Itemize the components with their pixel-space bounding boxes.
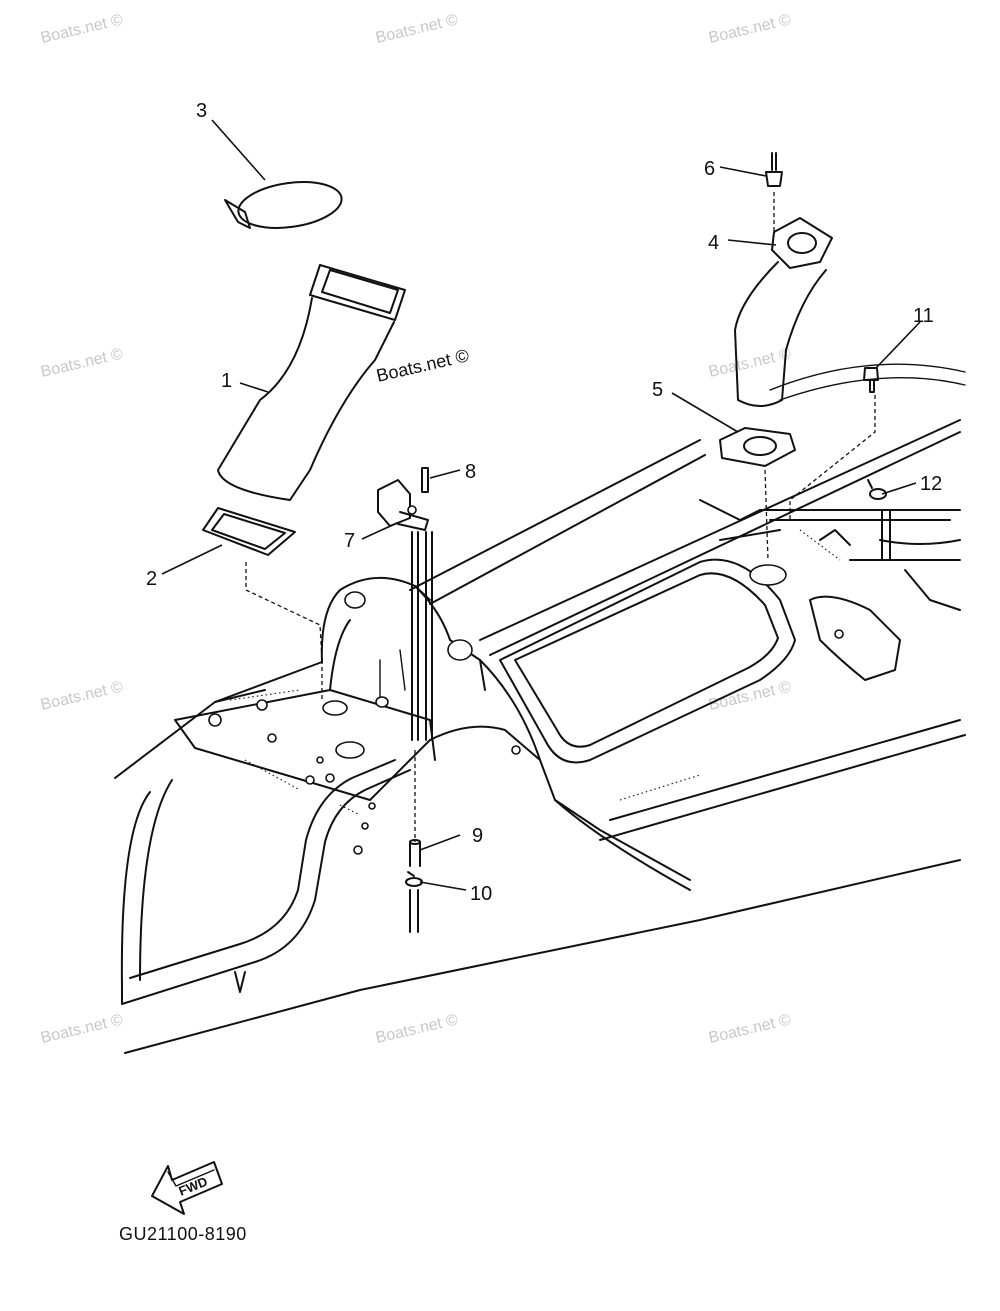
leader-lines bbox=[161, 119, 921, 891]
watermark: Boats.net © bbox=[707, 1011, 793, 1046]
watermark-dark: Boats.net © bbox=[374, 345, 470, 386]
diagram-code: GU21100-8190 bbox=[119, 1224, 247, 1244]
watermark-group: Boats.net © Boats.net © Boats.net © Boat… bbox=[39, 11, 793, 1046]
part-8-clip bbox=[421, 467, 429, 493]
callout-2: 2 bbox=[146, 568, 157, 590]
watermark: Boats.net © bbox=[39, 678, 125, 713]
alignment-lines bbox=[245, 192, 876, 842]
callout-1: 1 bbox=[221, 370, 232, 392]
callout-5: 5 bbox=[652, 379, 663, 401]
callout-7: 7 bbox=[344, 530, 355, 552]
frame-holes bbox=[208, 629, 844, 855]
part-9-hose bbox=[409, 839, 421, 867]
hull-deck bbox=[114, 363, 966, 1054]
part-6-bolt bbox=[765, 152, 783, 187]
watermark: Boats.net © bbox=[707, 345, 793, 380]
rods bbox=[411, 531, 433, 741]
part-1-duct bbox=[217, 264, 406, 501]
part-10-clamp bbox=[405, 871, 423, 933]
callout-12: 12 bbox=[920, 473, 942, 495]
watermark: Boats.net © bbox=[39, 1011, 125, 1046]
callout-11: 11 bbox=[913, 305, 934, 327]
fwd-arrow-icon: FWD bbox=[151, 1161, 223, 1215]
watermark: Boats.net © bbox=[39, 345, 125, 380]
part-3-clamp bbox=[224, 181, 343, 229]
part-11-screw bbox=[863, 367, 879, 393]
callout-9: 9 bbox=[472, 825, 483, 847]
watermark: Boats.net © bbox=[39, 11, 125, 46]
part-2-seal bbox=[202, 507, 296, 556]
part-12-clip bbox=[867, 479, 891, 561]
callout-6: 6 bbox=[704, 158, 715, 180]
callouts: 3 1 2 6 4 5 11 8 12 7 9 10 bbox=[146, 100, 942, 905]
callout-10: 10 bbox=[470, 883, 492, 905]
callout-4: 4 bbox=[708, 232, 719, 254]
part-7-bracket bbox=[377, 479, 429, 531]
watermark: Boats.net © bbox=[374, 1011, 460, 1046]
fwd-label: FWD bbox=[177, 1174, 210, 1199]
callout-3: 3 bbox=[196, 100, 207, 122]
watermark: Boats.net © bbox=[374, 11, 460, 46]
callout-8: 8 bbox=[465, 461, 476, 483]
part-5-gasket bbox=[719, 427, 796, 467]
part-4-elbow bbox=[734, 217, 833, 407]
watermark: Boats.net © bbox=[707, 11, 793, 46]
